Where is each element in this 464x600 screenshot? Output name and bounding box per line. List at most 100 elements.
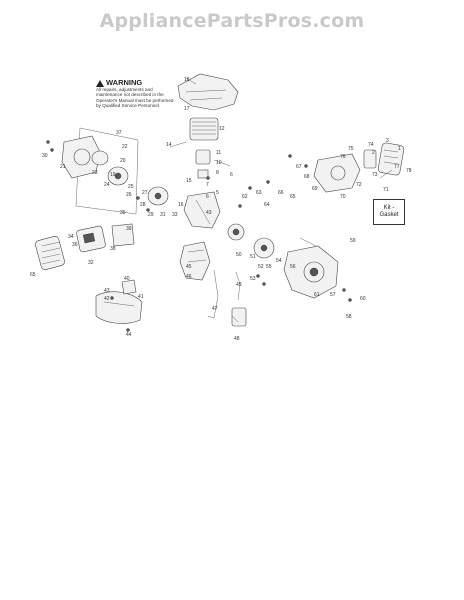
piston[interactable] (195, 149, 211, 179)
fuel-line[interactable] (213, 269, 219, 319)
callout: 27 (142, 190, 148, 196)
callout: 37 (116, 130, 122, 136)
callout: 50 (236, 252, 242, 258)
callout: 33 (172, 212, 178, 218)
callout: 48 (234, 336, 240, 342)
callout: 42 (104, 296, 110, 302)
kit-callout-number: 71 (383, 187, 389, 193)
callout: 55 (266, 264, 272, 270)
callout: 69 (312, 186, 318, 192)
engine-shroud[interactable] (177, 73, 239, 111)
callout-numbers: 18 17 12 14 11 10 8 6 7 37 30 21 23 24 2… (30, 77, 412, 342)
callout: 35 (120, 210, 126, 216)
muffler-gasket[interactable] (363, 149, 377, 169)
starter-pulley[interactable] (91, 150, 129, 186)
callout: 5 (216, 190, 219, 196)
hardware-bits (46, 140, 352, 332)
warning-text: All repairs, adjustments and maintenance… (96, 87, 174, 109)
callout: 14 (166, 142, 172, 148)
callout: 11 (216, 150, 221, 156)
warning-title: WARNING (96, 79, 174, 87)
fan-housing[interactable] (283, 245, 339, 299)
callout: 78 (406, 168, 412, 174)
callout: 73 (372, 172, 378, 178)
callout: 22 (122, 144, 128, 150)
callout: 2 (372, 150, 375, 156)
flywheel[interactable] (147, 186, 169, 206)
callout: 72 (356, 182, 362, 188)
callout: 26 (126, 192, 132, 198)
starter-housing[interactable] (61, 135, 101, 179)
callout: 76 (340, 154, 346, 160)
kit-gasket-box[interactable]: Kit - Gasket (373, 199, 405, 225)
callout: 12 (219, 126, 225, 132)
callout: 18 (184, 77, 190, 83)
callout: 59 (350, 238, 356, 244)
callout: 75 (348, 146, 354, 152)
callout: 64 (264, 202, 270, 208)
warning-title-text: WARNING (106, 78, 143, 87)
callout: 52 (258, 264, 264, 270)
cylinder[interactable] (189, 117, 219, 141)
carburetor[interactable] (179, 241, 211, 281)
warning-notice: WARNING All repairs, adjustments and mai… (96, 79, 174, 109)
carburetor-bracket[interactable] (111, 223, 135, 247)
callout: 38 (110, 246, 116, 252)
callout: 61 (314, 292, 320, 298)
callout: 45 (186, 264, 192, 270)
callout: 23 (92, 170, 98, 176)
callout: 8 (216, 170, 219, 176)
callout: 65 (30, 272, 36, 278)
kit-gasket-label: Kit - Gasket (379, 205, 399, 218)
callout: 63 (256, 190, 262, 196)
callout: 67 (296, 164, 302, 170)
callout: 77 (394, 164, 400, 170)
callout: 54 (276, 258, 282, 264)
callout: 62 (242, 194, 248, 200)
callout: 28 (140, 202, 146, 208)
callout: 51 (250, 254, 256, 260)
leader-lines (169, 77, 393, 323)
watermark: AppliancePartsPros.com (99, 10, 365, 32)
callout: 3 (386, 138, 389, 144)
callout: 16 (178, 202, 184, 208)
warning-triangle-icon (96, 79, 104, 87)
gear-head[interactable] (313, 153, 361, 193)
callout: 19 (110, 172, 116, 178)
callout: 29 (148, 212, 154, 218)
callout: 74 (368, 142, 374, 148)
callout: 21 (60, 164, 66, 170)
callout: 44 (126, 332, 132, 338)
clutch-assembly[interactable] (227, 223, 275, 259)
callout: 25 (128, 184, 134, 190)
callout: 31 (160, 212, 166, 218)
starter-assembly-frame (75, 127, 139, 215)
callout: 65 (290, 194, 296, 200)
callout: 56 (290, 264, 296, 270)
callout: 7 (206, 182, 209, 188)
callout: 41 (138, 294, 144, 300)
callout: 30 (42, 153, 48, 159)
callout: 66 (278, 190, 284, 196)
callout: 58 (346, 314, 352, 320)
callout: 20 (120, 158, 126, 164)
callout: 60 (360, 296, 366, 302)
callout: 40 (124, 276, 130, 282)
muffler-cover[interactable] (377, 142, 405, 176)
crankcase[interactable] (183, 191, 221, 229)
ignition-module[interactable] (231, 271, 247, 327)
callout: 46 (186, 274, 192, 280)
callout: 70 (340, 194, 346, 200)
callout: 6 (206, 194, 209, 200)
callout: 47 (212, 306, 218, 312)
air-filter[interactable] (76, 225, 106, 253)
callout: 39 (126, 226, 132, 232)
callout: 10 (216, 160, 222, 166)
callout: 57 (330, 292, 336, 298)
throttle-handle[interactable] (95, 279, 143, 324)
callout: 24 (104, 182, 110, 188)
air-filter-cover[interactable] (35, 235, 66, 270)
callout: 6 (230, 172, 233, 178)
callout: 32 (88, 260, 94, 266)
